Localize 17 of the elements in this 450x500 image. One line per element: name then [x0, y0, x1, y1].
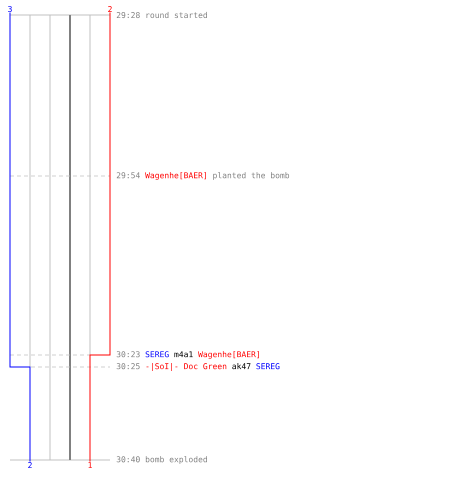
event-log-entry: 29:54 Wagenhe[BAER] planted the bomb: [116, 172, 290, 180]
team-count: 1: [87, 462, 93, 468]
event-log-entry: 30:40 bomb exploded: [116, 456, 207, 464]
label: 30:23: [116, 351, 140, 358]
event-log-entry: 29:28 round started: [116, 12, 207, 18]
label: m4a1: [174, 351, 193, 358]
label: SEREG: [256, 363, 280, 370]
team-count: 2: [107, 6, 113, 12]
label: 30:25: [116, 363, 140, 370]
label: -|SoI|- Doc Green: [146, 363, 226, 371]
team-count: 2: [27, 462, 33, 468]
event-log-entry: 30:23 SEREG m4a1 Wagenhe[BAER]: [116, 351, 259, 359]
event-log-entry: 30:25 -|SoI|- Doc Green ak47 SEREG: [116, 363, 280, 371]
label: ak47: [232, 363, 250, 370]
label: Wagenhe[BAER]: [198, 351, 259, 359]
label: SEREG: [146, 351, 169, 358]
team-count: 3: [7, 5, 13, 13]
